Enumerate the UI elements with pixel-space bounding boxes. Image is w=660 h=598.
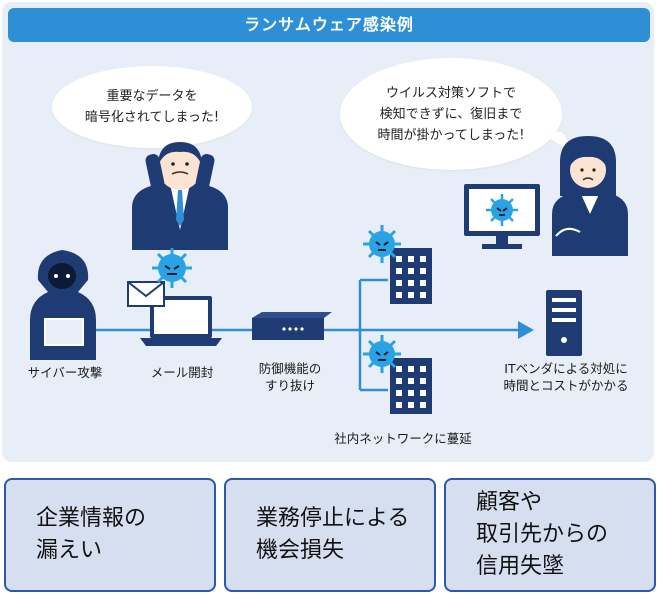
- firewall-appliance-icon: [252, 312, 332, 340]
- bubble-right-line: 検知できずに、復旧まで: [379, 106, 523, 122]
- diagram-title: ランサムウェア感染例: [8, 8, 650, 42]
- label-line: 防御機能の: [258, 361, 322, 376]
- hacker-icon: [30, 250, 96, 360]
- arrow-head-icon: [518, 321, 534, 339]
- office-building-icon: [390, 248, 432, 304]
- impact-box-info-leak: 企業情報の 漏えい: [4, 478, 216, 592]
- virus-icon: [363, 225, 401, 263]
- worried-person-icon: [552, 136, 628, 256]
- virus-icon: [486, 194, 518, 226]
- impact-line: 業務停止による: [256, 506, 410, 531]
- impact-line: 機会損失: [256, 538, 345, 563]
- label-line: ITベンダによる対処に: [504, 361, 628, 376]
- impact-line: 企業情報の: [36, 506, 147, 531]
- laptop-icon: [140, 296, 222, 346]
- speech-bubble-right: ウイルス対策ソフトで 検知できずに、復旧まで 時間が掛かってしまった!: [340, 58, 562, 170]
- server-icon: [546, 290, 582, 356]
- label-line: すり抜け: [264, 378, 315, 393]
- impact-boxes: 企業情報の 漏えい 業務停止による 機会損失 顧客や 取引先からの 信用失墜: [0, 478, 660, 596]
- bubble-left-line: 重要なデータを: [106, 89, 198, 104]
- impact-box-trust-loss: 顧客や 取引先からの 信用失墜: [444, 478, 656, 592]
- impact-box-business-stop: 業務停止による 機会損失: [224, 478, 436, 592]
- office-building-icon: [390, 358, 432, 414]
- worried-employee-icon: [132, 142, 228, 250]
- label-cyber-attack: サイバー攻撃: [27, 365, 103, 380]
- bubble-left-line: 暗号化されてしまった!: [84, 110, 220, 125]
- label-network-spread: 社内ネットワークに蔓延: [334, 431, 472, 446]
- speech-bubble-left: 重要なデータを 暗号化されてしまった!: [52, 66, 252, 148]
- impact-line: 信用失墜: [476, 554, 565, 579]
- network-illustration: [30, 136, 628, 414]
- label-firewall-bypass: 防御機能の すり抜け: [240, 360, 340, 394]
- label-email-open: メール開封: [150, 365, 214, 380]
- impact-line: 顧客や: [476, 490, 543, 515]
- impact-line: 取引先からの: [476, 522, 609, 547]
- impact-line: 漏えい: [36, 538, 103, 563]
- virus-icon: [152, 248, 192, 288]
- email-icon: [127, 281, 165, 307]
- virus-icon: [363, 335, 401, 373]
- label-vendor-response: ITベンダによる対処に 時間とコストがかかる: [478, 360, 654, 394]
- label-line: 時間とコストがかかる: [503, 378, 629, 393]
- bubble-right-line: 時間が掛かってしまった!: [377, 127, 525, 143]
- bubble-right-line: ウイルス対策ソフトで: [385, 85, 516, 101]
